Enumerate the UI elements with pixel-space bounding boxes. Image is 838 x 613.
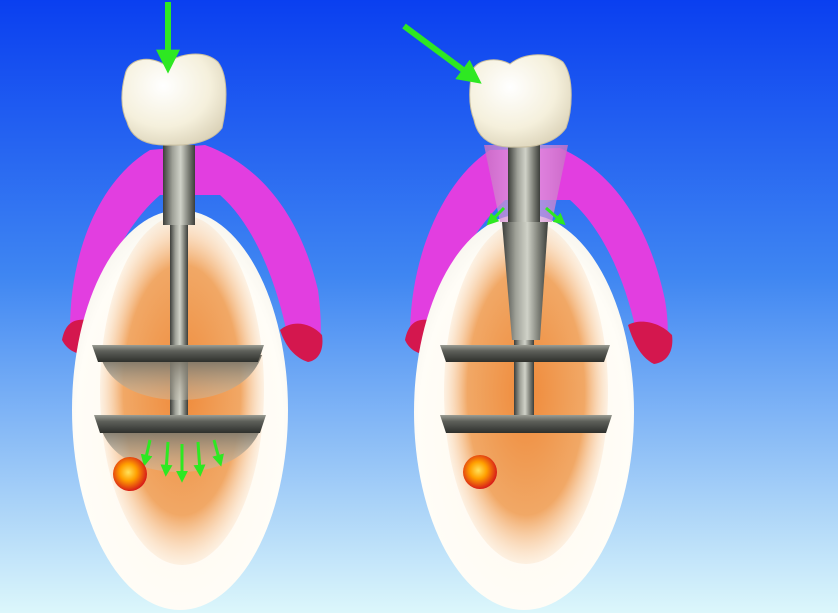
implant-post bbox=[508, 145, 540, 225]
nerve-canal bbox=[113, 457, 147, 491]
lower-plate bbox=[440, 415, 612, 433]
upper-plate bbox=[92, 345, 264, 362]
lower-plate bbox=[94, 415, 266, 433]
nerve-canal bbox=[463, 455, 497, 489]
tooth-crown bbox=[470, 55, 572, 147]
implant-post bbox=[163, 145, 195, 225]
tooth-crown bbox=[122, 54, 226, 145]
upper-plate bbox=[440, 345, 610, 362]
